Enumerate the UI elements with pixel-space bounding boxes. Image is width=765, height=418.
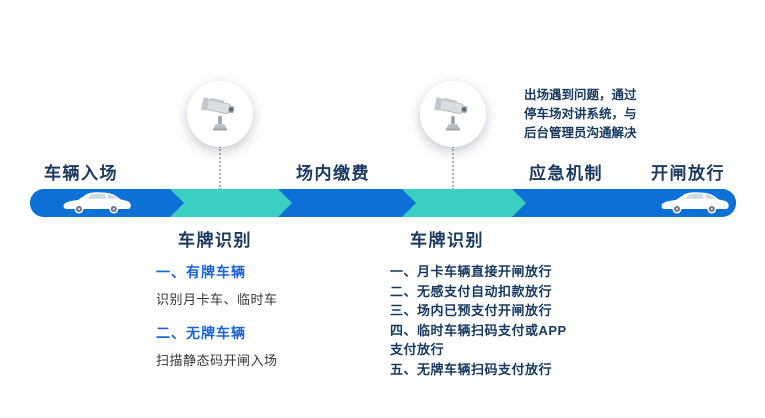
stage-label-onsite-payment: 场内缴费 (296, 164, 370, 183)
camera-badge-entry (187, 81, 253, 147)
stage-label-gate-release: 开闸放行 (651, 164, 725, 183)
stage-label-vehicle-entry: 车辆入场 (44, 164, 118, 183)
dotted-line-connector (452, 146, 454, 190)
car-exiting-icon (654, 191, 736, 215)
entry-rule-heading: 二、无牌车辆 (156, 325, 246, 341)
exit-rule-line: 五、无牌车辆扫码支付放行 (390, 361, 553, 377)
entry-rule-body: 识别月卡车、临时车 (156, 292, 278, 307)
segment-plate-recognition-entry (170, 189, 292, 217)
stage-label-plate-recognition-exit: 车牌识别 (410, 231, 484, 250)
camera-badge-exit (420, 81, 486, 147)
stage-label-emergency: 应急机制 (529, 164, 603, 183)
stage-label-plate-recognition-entry: 车牌识别 (178, 231, 252, 250)
cctv-camera-icon (434, 97, 468, 131)
exit-rule-line: 三、场内已预支付开闸放行 (390, 303, 553, 318)
dotted-line-connector (219, 146, 221, 190)
entry-rule-heading: 一、有牌车辆 (156, 264, 246, 280)
emergency-note: 出场遇到问题，通过 停车场对讲系统，与 后台管理员沟通解决 (524, 86, 637, 143)
exit-rule-line: 二、无感支付自动扣款放行 (390, 283, 553, 299)
segment-plate-recognition-exit (402, 189, 526, 217)
entry-rules-list: 一、有牌车辆 识别月卡车、临时车 二、无牌车辆 扫描静态码开闸入场 (156, 262, 278, 384)
segment-onsite-payment (278, 189, 416, 217)
cctv-camera-icon (201, 97, 235, 131)
exit-rule-line: 支付放行 (390, 342, 445, 357)
emergency-note-line: 停车场对讲系统，与 (524, 107, 637, 121)
car-entering-icon (50, 191, 144, 215)
entry-rule-body: 扫描静态码开闸入场 (156, 353, 278, 368)
exit-rule-line: 四、临时车辆扫码支付或APP (390, 322, 567, 338)
process-timeline-bar (30, 189, 736, 217)
emergency-note-line: 后台管理员沟通解决 (524, 126, 637, 140)
emergency-note-line: 出场遇到问题，通过 (524, 88, 637, 102)
exit-rules-list: 一、月卡车辆直接开闸放行 二、无感支付自动扣款放行 三、场内已预支付开闸放行 四… (390, 262, 567, 379)
exit-rule-line: 一、月卡车辆直接开闸放行 (390, 264, 553, 279)
